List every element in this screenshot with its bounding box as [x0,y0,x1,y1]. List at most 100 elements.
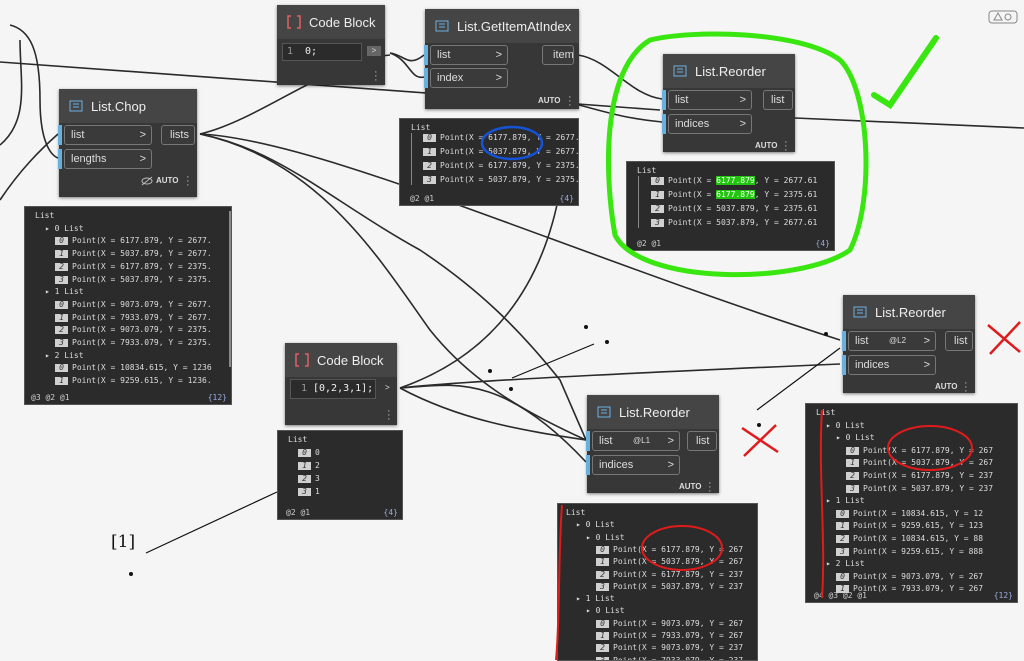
list-item: ▸ 1 List [576,594,615,604]
preview-count: {4} [559,194,574,203]
port-label: list [771,94,785,106]
list-node-icon [597,406,611,418]
input-port-list[interactable]: list> [662,90,752,110]
code-block-node-2[interactable]: Code Block 1 [0,2,3,1]; > ··· [285,343,397,425]
code-editor[interactable]: 1 0; [282,43,362,61]
input-port-list[interactable]: list> [58,125,152,145]
canvas-zoom-icon[interactable] [988,10,1018,24]
port-label: lengths [71,153,107,165]
node-menu-icon[interactable]: ··· [387,405,391,425]
output-port-list[interactable]: list [945,331,973,351]
output-port-lists[interactable]: lists [161,125,195,145]
lacing-level[interactable]: @L2 [889,336,907,345]
node-header[interactable]: Code Block [285,343,397,377]
preview-levels: @2 @1 [637,239,662,248]
list-reorder-node-2[interactable]: List.Reorder list@L2> indices> list AUTO… [842,295,975,397]
input-port-list[interactable]: list@L1> [586,431,680,451]
list-reorder-node-3[interactable]: List.Reorder list@L1> indices> list AUTO… [586,395,719,497]
list-item: ▸ 0 List [576,520,615,530]
preview-scrollbar[interactable] [229,211,231,367]
preview-header: List [637,166,657,175]
node-header[interactable]: List.Reorder [843,295,975,329]
code-block-node-1[interactable]: Code Block 1 0; > ··· [277,5,385,86]
list-item: List [288,435,308,444]
input-port-lengths[interactable]: lengths > [58,149,152,169]
port-label: list [675,94,689,106]
code-editor[interactable]: 1 [0,2,3,1]; [290,379,376,399]
list-item: ▸ 0 List [45,223,84,233]
node-menu-icon[interactable]: ··· [374,66,378,86]
code-block-icon [287,15,301,29]
node-menu-icon[interactable]: ··· [784,136,788,156]
lacing-level[interactable]: @L1 [633,436,651,445]
list-item: ▸ 2 List [45,350,84,360]
node-header[interactable]: List.Chop [59,89,197,123]
list-item: ▸ 0 List [826,420,865,430]
node-header[interactable]: List.GetItemAtIndex [425,9,579,43]
node-header[interactable]: List.Reorder [663,54,795,88]
list-reorder-node-1[interactable]: List.Reorder list> indices> list AUTO ··… [662,54,795,156]
node-title: Code Block [317,352,384,368]
node-menu-icon[interactable]: ··· [186,171,190,191]
list-chop-node[interactable]: List.Chop list> lengths > lists AUTO ··· [58,89,197,197]
output-port[interactable]: > [367,46,381,56]
input-port-indices[interactable]: indices> [842,355,936,375]
lacing-mode-label: AUTO [679,482,702,491]
code-text[interactable]: 0; [305,46,318,57]
lacing-mode-label: AUTO [538,96,561,105]
node-menu-icon[interactable]: ··· [708,477,712,497]
preview-hidden-icon[interactable] [141,176,153,186]
node-title: List.GetItemAtIndex [457,18,572,34]
port-label: index [437,72,464,84]
code-text[interactable]: [0,2,3,1]; [313,383,374,394]
node-header[interactable]: Code Block [277,5,385,39]
output-port-list[interactable]: list [687,431,717,451]
preview-count: {12} [207,393,227,402]
node-title: List.Reorder [619,404,690,420]
input-port-index[interactable]: index > [424,68,508,88]
list-item: ▸ 0 List [586,532,625,542]
output-port[interactable]: > [385,383,390,392]
chevron-right-icon: > [495,72,502,84]
node-menu-icon[interactable]: ··· [964,377,968,397]
node-menu-icon[interactable]: ··· [568,91,572,111]
chevron-right-icon: > [139,153,146,165]
input-port-list[interactable]: list> [424,45,508,65]
node-header[interactable]: List.Reorder [587,395,719,429]
lacing-mode-label: AUTO [935,382,958,391]
output-port-list[interactable]: list [763,90,793,110]
lacing-mode-label: AUTO [156,176,179,185]
get-item-at-index-node[interactable]: List.GetItemAtIndex list> index > item AU… [424,9,579,111]
input-port-indices[interactable]: indices> [662,114,752,134]
lacing-mode-label: AUTO [755,141,778,150]
code-block-icon [295,353,309,367]
preview-levels: @2 @1 [410,194,435,203]
chevron-right-icon: > [923,359,930,371]
port-label: list [599,435,613,447]
input-port-indices[interactable]: indices> [586,455,680,475]
port-label: indices [675,118,710,130]
output-port-item[interactable]: item [542,45,574,65]
input-port-list[interactable]: list@L2> [842,331,936,351]
